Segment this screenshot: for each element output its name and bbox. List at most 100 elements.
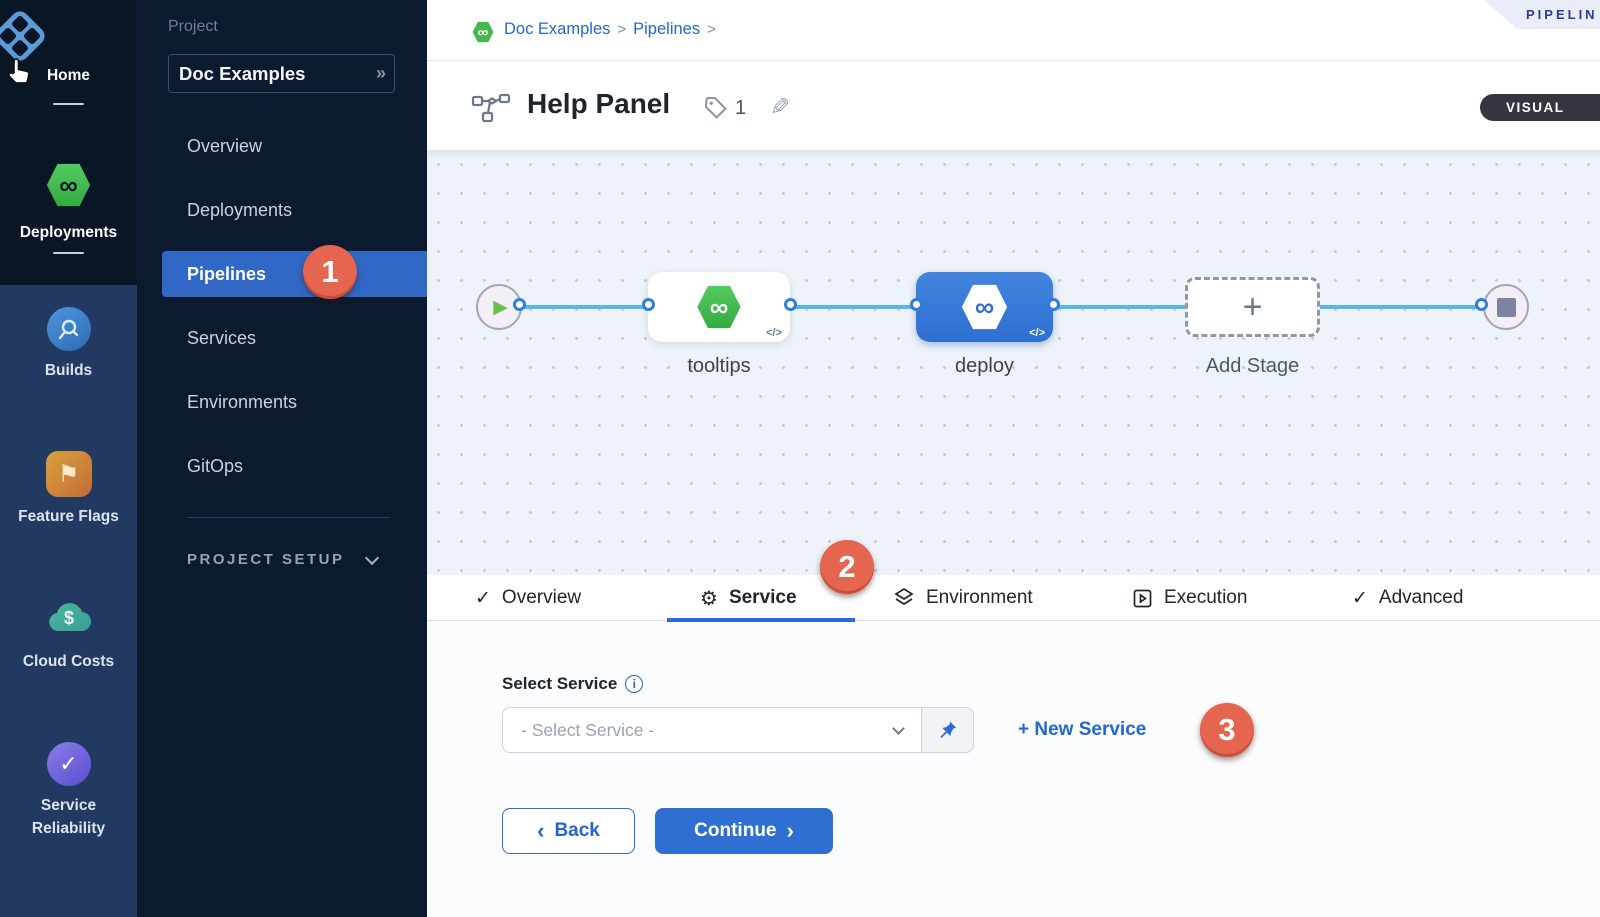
- stop-icon: [1496, 297, 1516, 317]
- tab-label: Advanced: [1378, 587, 1464, 608]
- tab-label: Environment: [926, 587, 1033, 608]
- code-view-icon[interactable]: </>: [766, 327, 782, 339]
- sidebar-item-environments[interactable]: Environments: [187, 392, 298, 412]
- pipeline-end-node: [1483, 284, 1529, 330]
- port-icon[interactable]: [1475, 298, 1488, 311]
- add-stage-button[interactable]: +: [1185, 277, 1320, 337]
- tab-execution[interactable]: Execution: [1132, 575, 1247, 621]
- new-service-link[interactable]: + New Service: [1018, 719, 1147, 740]
- chevron-down-icon: [364, 550, 379, 565]
- check-icon: ✓: [1352, 587, 1368, 609]
- callout-step-3: 3: [1200, 703, 1254, 757]
- tab-label: Execution: [1164, 587, 1248, 608]
- tab-advanced[interactable]: ✓ Advanced: [1352, 575, 1463, 621]
- project-selector[interactable]: Doc Examples »: [168, 54, 395, 93]
- tag-count: 1: [735, 96, 747, 119]
- back-button-label: Back: [554, 820, 600, 841]
- pipeline-studio-ribbon: PIPELIN: [1484, 0, 1600, 29]
- project-setup-toggle[interactable]: PROJECT SETUP: [187, 550, 387, 568]
- continue-button-label: Continue: [694, 820, 777, 841]
- active-tab-underline: [667, 618, 855, 622]
- continue-button[interactable]: Continue ›: [655, 808, 833, 854]
- port-icon[interactable]: [513, 298, 526, 311]
- play-icon: ▶: [493, 296, 508, 318]
- stage-name-label: tooltips: [687, 355, 751, 377]
- chevron-left-icon: ‹: [537, 818, 545, 843]
- sidebar-item-gitops[interactable]: GitOps: [187, 456, 244, 476]
- pin-icon: [939, 721, 956, 738]
- sidebar-item-label: Deployments: [19, 224, 118, 241]
- sidebar-item-label: Cloud Costs: [22, 653, 115, 670]
- pin-service-button[interactable]: [922, 707, 974, 753]
- pipeline-header: Help Panel 1 ✎ VISUAL: [427, 61, 1600, 150]
- cloud-costs-icon: $: [46, 597, 92, 642]
- mouse-cursor-hand-icon: [8, 58, 30, 84]
- sidebar-item-deployments[interactable]: ∞ Deployments: [0, 162, 137, 244]
- service-tab-panel: Select Service i - Select Service - + Ne…: [427, 622, 1600, 917]
- breadcrumb-link-project[interactable]: Doc Examples: [504, 20, 611, 38]
- builds-icon: [46, 307, 91, 351]
- callout-step-1: 1: [303, 245, 357, 299]
- harness-stage-icon: ∞: [697, 285, 741, 329]
- sidebar-item-cloud-costs[interactable]: $ Cloud Costs: [0, 597, 137, 673]
- environment-icon: [893, 587, 915, 609]
- tab-label: Service: [728, 587, 797, 608]
- project-name: Doc Examples: [179, 62, 306, 84]
- port-icon[interactable]: [1047, 298, 1060, 311]
- project-sidebar: Project Doc Examples » Overview Deployme…: [137, 0, 427, 917]
- home-underline: [53, 103, 84, 105]
- stage-node-tooltips[interactable]: ∞ </>: [648, 272, 790, 342]
- port-icon[interactable]: [784, 298, 797, 311]
- expand-projects-icon[interactable]: »: [375, 63, 386, 83]
- harness-stage-icon: ∞: [961, 284, 1008, 330]
- pipeline-canvas[interactable]: ▶ ∞ </> tooltips ∞ </> deploy: [427, 150, 1600, 575]
- code-view-icon[interactable]: </>: [1029, 327, 1045, 339]
- port-icon[interactable]: [642, 298, 655, 311]
- sidebar-item-label: Home: [46, 67, 91, 84]
- pipeline-flowchart-icon: [471, 91, 511, 128]
- tab-service[interactable]: ⚙ Service: [700, 575, 797, 621]
- sidebar-item-service-reliability[interactable]: ✓ Service Reliability: [0, 742, 137, 840]
- tab-overview[interactable]: ✓ Overview: [475, 575, 581, 621]
- tab-label: Overview: [501, 587, 582, 608]
- sidebar-item-pipelines[interactable]: Pipelines: [162, 251, 427, 297]
- page-title: Help Panel: [527, 88, 671, 119]
- gear-icon: ⚙: [700, 587, 718, 610]
- back-button[interactable]: ‹ Back: [502, 808, 635, 854]
- chevron-right-icon: ›: [786, 818, 794, 843]
- sidebar-divider: [187, 517, 390, 518]
- port-icon[interactable]: [910, 298, 923, 311]
- deployments-underline: [53, 252, 84, 254]
- select-service-dropdown[interactable]: - Select Service -: [502, 707, 922, 753]
- execution-icon: [1132, 588, 1153, 609]
- main-content: ∞ Doc Examples > Pipelines > PIPELIN Help P…: [427, 0, 1600, 917]
- visual-toggle-button[interactable]: VISUAL: [1480, 94, 1600, 121]
- sidebar-item-deployments-menu[interactable]: Deployments: [187, 200, 293, 220]
- sidebar-item-feature-flags[interactable]: ⚑ Feature Flags: [0, 451, 137, 528]
- breadcrumb: ∞ Doc Examples>Pipelines> PIPELIN: [427, 0, 1600, 61]
- sidebar-item-services[interactable]: Services: [187, 328, 257, 348]
- sidebar-item-overview[interactable]: Overview: [187, 136, 263, 156]
- info-icon[interactable]: i: [625, 675, 644, 693]
- sidebar-item-home[interactable]: Home: [0, 7, 137, 87]
- project-section-label: Project: [168, 18, 218, 35]
- breadcrumb-separator: >: [617, 21, 627, 38]
- svg-text:$: $: [63, 608, 73, 628]
- callout-step-2: 2: [820, 540, 874, 594]
- edit-pipeline-icon[interactable]: ✎: [770, 94, 791, 121]
- select-service-placeholder: - Select Service -: [521, 719, 655, 740]
- tag-icon[interactable]: [703, 95, 729, 121]
- sidebar-item-builds[interactable]: Builds: [0, 307, 137, 382]
- breadcrumb-separator: >: [707, 21, 716, 38]
- check-icon: ✓: [475, 587, 491, 609]
- project-setup-label: PROJECT SETUP: [187, 551, 345, 568]
- stage-name-label: deploy: [955, 355, 1014, 377]
- tab-environment[interactable]: Environment: [893, 575, 1033, 621]
- plus-icon: +: [1242, 287, 1263, 326]
- breadcrumb-link-pipelines[interactable]: Pipelines: [633, 20, 701, 38]
- stage-node-deploy-selected[interactable]: ∞ </>: [916, 272, 1053, 342]
- add-stage-label: Add Stage: [1205, 355, 1300, 377]
- service-reliability-icon: ✓: [46, 742, 91, 786]
- sidebar-item-label: Feature Flags: [18, 508, 119, 525]
